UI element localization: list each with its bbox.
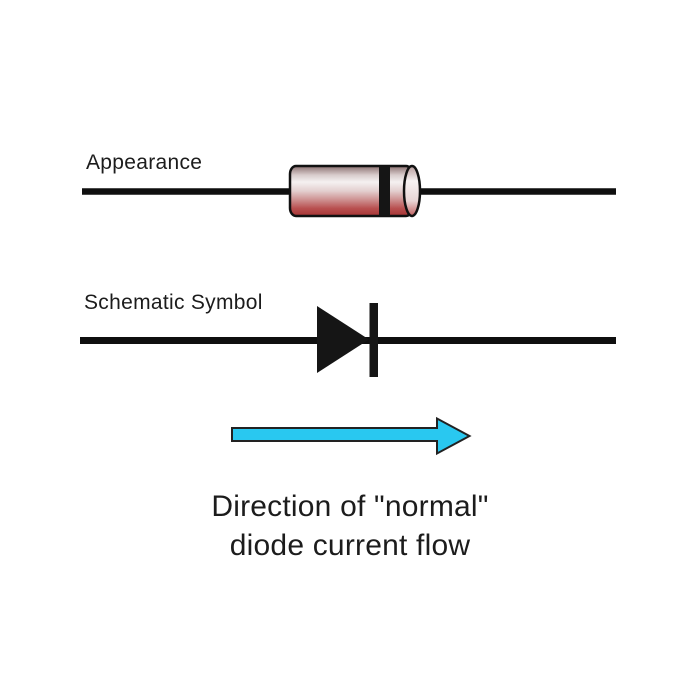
diode-body [288, 164, 422, 218]
diode-symbol-cathode-bar [369, 303, 378, 377]
diode-cathode-band [379, 166, 390, 216]
diode-body-cylinder [288, 164, 414, 218]
caption-line-2: diode current flow [229, 529, 471, 562]
diode-symbol-anode-triangle [317, 306, 369, 373]
appearance-label: Appearance [86, 151, 203, 174]
schematic-symbol-label: Schematic Symbol [84, 291, 263, 314]
caption: Direction of "normal" diode current flow [0, 487, 700, 565]
current-flow-arrow-icon [231, 416, 472, 456]
diode-end-cap [402, 164, 422, 218]
diode-symbol [317, 303, 378, 377]
caption-line-1: Direction of "normal" [211, 490, 489, 523]
